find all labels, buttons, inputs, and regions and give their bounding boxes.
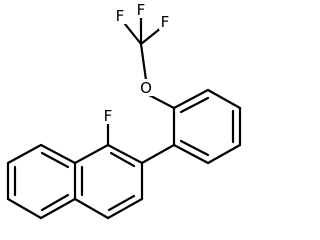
trifluoromethyl-bonds xyxy=(123,16,176,110)
naph-r-bond-2 xyxy=(106,197,144,220)
phenyl-bond-1 xyxy=(172,88,210,110)
chemical-structure-diagram: F F F O F xyxy=(6,1,242,220)
naph-l-double-1 xyxy=(40,151,70,169)
naph-l-bond-1 xyxy=(39,143,77,165)
oxygen-label: O xyxy=(140,79,152,97)
bond-c-o xyxy=(139,42,148,82)
naph-l-bond-2 xyxy=(6,143,43,165)
naph-r-double-1 xyxy=(109,151,136,168)
atom-label-f-top-left: F xyxy=(114,7,127,25)
biaryl-bond xyxy=(140,143,176,165)
atom-label-oxygen: O xyxy=(139,79,154,97)
atom-label-f-naphthyl: F xyxy=(102,107,115,125)
phenyl-double-bond-1 xyxy=(179,96,210,114)
phenyl-ring xyxy=(172,88,242,165)
phenyl-bond-2 xyxy=(206,88,242,110)
fluorine-label: F xyxy=(104,107,113,125)
phenyl-double-bond-3 xyxy=(179,139,210,157)
naphthalene-left-ring xyxy=(6,143,77,220)
naph-r-bond-6 xyxy=(106,143,144,165)
atom-label-f-top-right: F xyxy=(159,13,172,31)
fluorine-label: F xyxy=(161,13,170,31)
naph-r-bond-5 xyxy=(73,143,110,165)
phenyl-bond-5 xyxy=(172,143,210,165)
bond-c-f-right xyxy=(139,26,163,46)
bond-o-aryl xyxy=(147,93,176,110)
naphthalene-right-ring xyxy=(73,143,144,220)
naph-r-bond-3 xyxy=(73,197,110,220)
bond-c-f-left xyxy=(123,22,143,46)
phenyl-bond-4 xyxy=(206,143,242,165)
naph-l-double-3 xyxy=(40,193,70,212)
naph-l-bond-5 xyxy=(39,197,77,220)
naph-r-double-2 xyxy=(107,194,136,212)
naph-l-bond-4 xyxy=(6,197,43,220)
fluorine-label: F xyxy=(137,1,146,19)
atom-label-f-top-center: F xyxy=(135,1,148,19)
fluorine-label: F xyxy=(116,7,125,25)
